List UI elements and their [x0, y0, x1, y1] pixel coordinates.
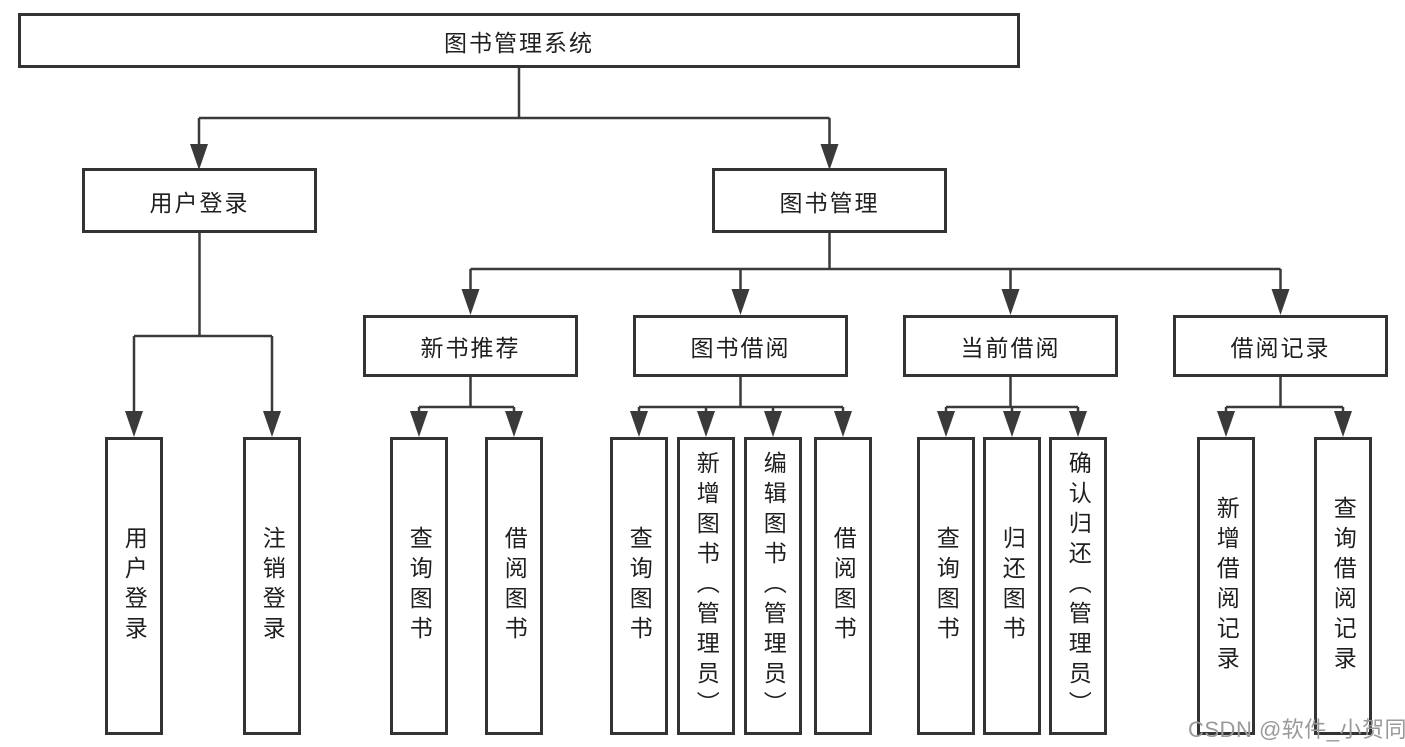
node-borrowing-records: 借阅记录: [1173, 315, 1388, 377]
node-current-borrowing: 当前借阅: [903, 315, 1118, 377]
leaf-edit-book-admin: 编辑图书（管理员）: [744, 437, 802, 735]
leaf-logout: 注销登录: [243, 437, 301, 735]
node-book-borrowing: 图书借阅: [633, 315, 848, 377]
leaf-query-books-recommend: 查询图书: [390, 437, 448, 735]
leaf-query-books-borrow: 查询图书: [610, 437, 668, 735]
node-library-management-system: 图书管理系统: [18, 13, 1020, 68]
leaf-query-borrow-record: 查询借阅记录: [1314, 437, 1372, 735]
arrowheads: [125, 144, 1352, 437]
connector-paths: [132, 68, 1345, 429]
leaf-add-borrow-record: 新增借阅记录: [1197, 437, 1255, 735]
leaf-query-books-current: 查询图书: [917, 437, 975, 735]
csdn-watermark: CSDN @软件_小贺同学: [1188, 717, 1405, 742]
node-new-book-recommendation: 新书推荐: [363, 315, 578, 377]
leaf-return-book: 归还图书: [983, 437, 1041, 735]
node-book-management: 图书管理: [712, 168, 947, 233]
leaf-user-login: 用户登录: [105, 437, 163, 735]
leaf-borrow-books: 借阅图书: [814, 437, 872, 735]
leaf-borrow-books-recommend: 借阅图书: [485, 437, 543, 735]
leaf-confirm-return-admin: 确认归还（管理员）: [1049, 437, 1107, 735]
leaf-add-book-admin: 新增图书（管理员）: [677, 437, 735, 735]
node-user-login: 用户登录: [82, 168, 317, 233]
